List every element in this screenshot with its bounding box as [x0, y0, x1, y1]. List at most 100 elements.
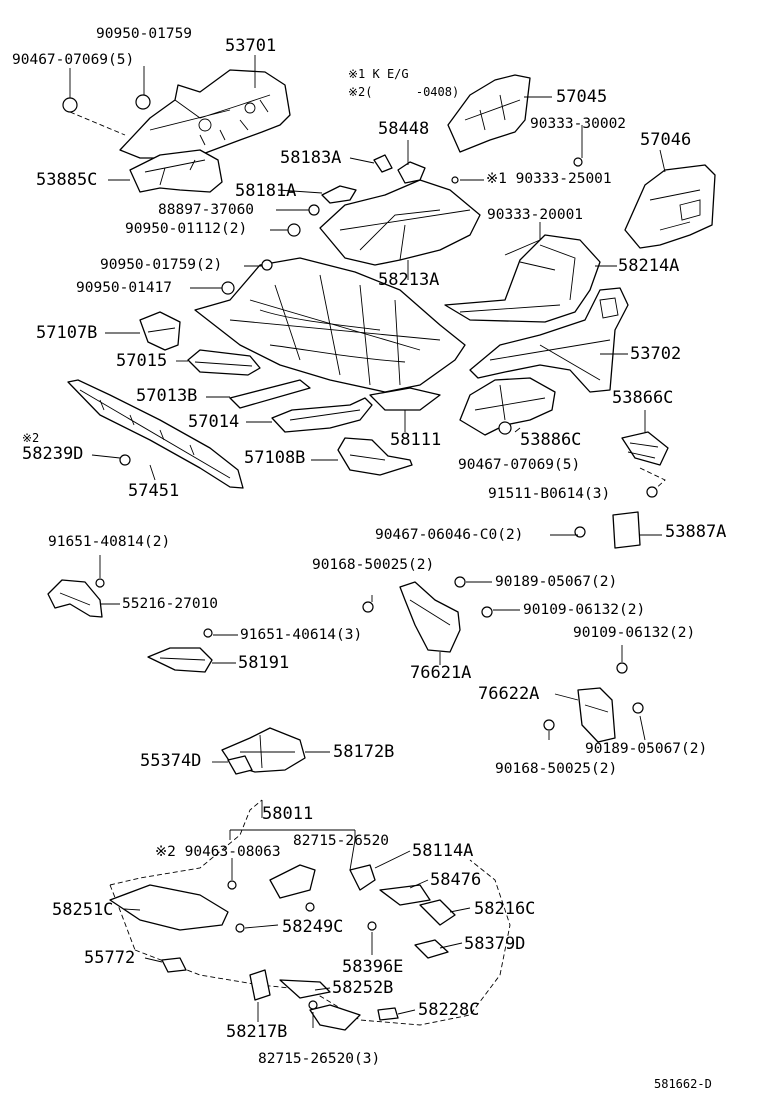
label-58448: 58448: [378, 119, 430, 139]
part-57014-shape[interactable]: [271, 397, 373, 433]
label-58011: 58011: [262, 804, 314, 824]
part-57107B-shape[interactable]: [139, 311, 181, 351]
label-53702: 53702: [630, 344, 682, 364]
clip-90467-06046-icon[interactable]: [574, 526, 586, 538]
label-58379D: 58379D: [464, 934, 526, 954]
label-76621A: 76621A: [410, 663, 472, 683]
label-90109-06132-b: 90109-06132(2): [573, 625, 696, 641]
part-58011-assembly-shape[interactable]: [109, 799, 511, 1031]
label-53866C: 53866C: [612, 388, 674, 408]
note-2: ※2( -0408): [348, 85, 460, 99]
plug-90950-01417-icon[interactable]: [221, 281, 235, 295]
part-53887A-shape[interactable]: [612, 511, 641, 549]
label-90109-06132-a: 90109-06132(2): [523, 602, 646, 618]
label-53701: 53701: [225, 36, 277, 56]
part-57045-shape[interactable]: [447, 74, 531, 153]
label-57107B: 57107B: [36, 323, 98, 343]
part-55374D-shape[interactable]: [227, 755, 253, 775]
note-1: ※1 K E/G: [348, 67, 409, 81]
part-58214A-shape[interactable]: [444, 234, 601, 323]
bolt-90109-06132-b-icon[interactable]: [616, 662, 628, 674]
label-58214A: 58214A: [618, 256, 680, 276]
clip-58239D-icon[interactable]: [119, 454, 131, 466]
screw-90168-50025-icon[interactable]: [362, 601, 374, 613]
part-58213A-shape[interactable]: [319, 179, 481, 266]
label-90950-01417: 90950-01417: [76, 280, 173, 296]
screw-90168-50025-b-icon[interactable]: [543, 719, 555, 731]
nut-90189-05067-b-icon[interactable]: [632, 702, 644, 714]
part-58181A-shape[interactable]: [321, 185, 357, 204]
label-90168-50025-a: 90168-50025(2): [312, 557, 435, 573]
clip-82715-26520-b-icon[interactable]: [305, 902, 315, 912]
part-55216-27010-shape[interactable]: [47, 579, 103, 618]
label-58181A: 58181A: [235, 181, 297, 201]
label-91651-40614: 91651-40614(3): [240, 627, 363, 643]
label-90950-01759-2: 90950-01759(2): [100, 257, 223, 273]
label-90467-06046-C0: 90467-06046-C0(2): [375, 527, 524, 543]
bolt-91651-40614-icon[interactable]: [203, 628, 213, 638]
bolt-90109-06132-icon[interactable]: [481, 606, 493, 618]
label-53887A: 53887A: [665, 522, 727, 542]
part-57013B-shape[interactable]: [229, 379, 311, 409]
part-53702-shape[interactable]: [469, 287, 629, 393]
bolt-91651-40814-icon[interactable]: [95, 578, 105, 588]
label-58213A: 58213A: [378, 270, 440, 290]
label-88897-37060: 88897-37060: [158, 202, 255, 218]
part-53885C-shape[interactable]: [129, 149, 223, 193]
part-53866C-shape[interactable]: [621, 431, 669, 466]
label-90333-25001: ※1 90333-25001: [486, 171, 612, 187]
label-90333-30002: 90333-30002: [530, 116, 627, 132]
label-57015: 57015: [116, 351, 168, 371]
part-57108B-shape[interactable]: [337, 437, 413, 476]
nut-90189-05067-icon[interactable]: [454, 576, 466, 588]
label-91651-40814: 91651-40814(2): [48, 534, 171, 550]
bolt-90333-25001-icon[interactable]: [451, 176, 459, 184]
part-76622A-shape[interactable]: [577, 687, 616, 743]
label-55374D: 55374D: [140, 751, 202, 771]
label-53886C: 53886C: [520, 430, 582, 450]
part-58183A-shape[interactable]: [373, 154, 393, 173]
part-76621A-shape[interactable]: [399, 581, 461, 653]
label-90189-05067-b: 90189-05067(2): [585, 741, 708, 757]
label-58216C: 58216C: [474, 899, 536, 919]
label-90467-07069-b: 90467-07069(5): [458, 457, 581, 473]
label-82715-26520-3: 82715-26520(3): [258, 1051, 381, 1067]
part-57015-shape[interactable]: [187, 349, 261, 376]
label-57108B: 57108B: [244, 448, 306, 468]
clip-90467-07069-icon[interactable]: [62, 97, 78, 113]
part-53886C-shape[interactable]: [459, 377, 556, 436]
plug-90950-01759-icon[interactable]: [261, 259, 273, 271]
label-90950-01112: 90950-01112(2): [125, 221, 248, 237]
bolt-90463-08063-icon[interactable]: [227, 880, 237, 890]
label-82715-26520: 82715-26520: [293, 833, 390, 849]
clip-58396E-icon[interactable]: [367, 921, 377, 931]
bolt-90333-30002-icon[interactable]: [573, 157, 583, 167]
label-90950-01759: 90950-01759: [96, 26, 193, 42]
label-55216-27010: 55216-27010: [122, 596, 219, 612]
part-53701-shape[interactable]: [119, 69, 291, 159]
label-58183A: 58183A: [280, 148, 342, 168]
part-58191-shape[interactable]: [147, 647, 213, 673]
note-58239D: ※2: [22, 431, 40, 445]
clip-90467-07069-b-icon[interactable]: [498, 421, 512, 435]
label-76622A: 76622A: [478, 684, 540, 704]
clip-58249C-icon[interactable]: [235, 923, 245, 933]
label-90467-07069-a: 90467-07069(5): [12, 52, 135, 68]
screw-91511-B0614-icon[interactable]: [646, 486, 658, 498]
grommet-90950-01759-icon[interactable]: [135, 94, 151, 110]
label-58252B: 58252B: [332, 978, 394, 998]
label-53885C: 53885C: [36, 170, 98, 190]
part-58111-shape[interactable]: [194, 257, 466, 411]
grommet-88897-37060-icon[interactable]: [308, 204, 320, 216]
label-57451: 57451: [128, 481, 180, 501]
label-57046: 57046: [640, 130, 692, 150]
label-57045: 57045: [556, 87, 608, 107]
clip-82715-26520-icon[interactable]: [308, 1000, 318, 1010]
label-58172B: 58172B: [333, 742, 395, 762]
part-57046-shape[interactable]: [624, 164, 716, 249]
plug-90950-01112-icon[interactable]: [287, 223, 301, 237]
part-57451-shape[interactable]: [67, 379, 244, 489]
label-55772: 55772: [84, 948, 136, 968]
